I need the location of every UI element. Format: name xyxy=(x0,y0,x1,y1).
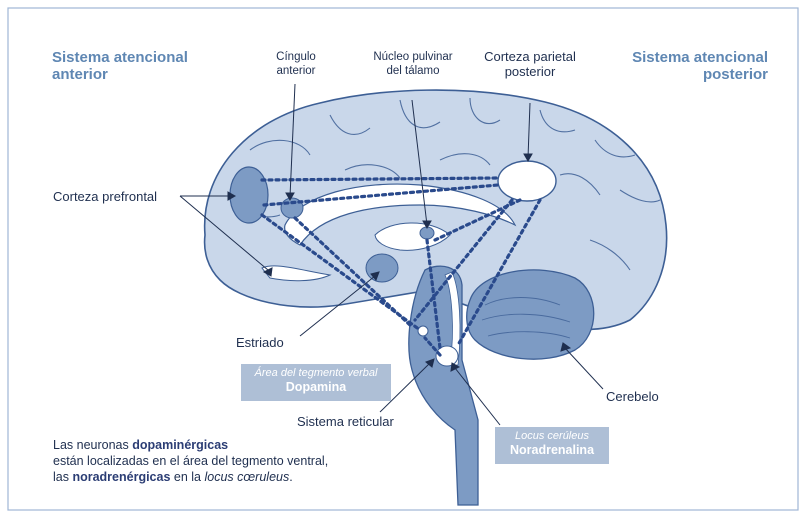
striatum-label: Estriado xyxy=(236,335,284,350)
caption-text: las xyxy=(53,470,72,484)
cingulate-label-line2: anterior xyxy=(277,65,316,77)
caption-line-2: están localizadas en el área del tegment… xyxy=(53,453,328,469)
posterior-title-line2: posterior xyxy=(703,66,768,83)
cingulate-label: Cíngulo anterior xyxy=(270,50,322,78)
caption-text: en la xyxy=(170,470,204,484)
vta-box-line1: Área del tegmento verbal xyxy=(241,367,391,380)
posterior-system-title: Sistema atencional posterior xyxy=(632,49,768,83)
vta-box-line2: Dopamina xyxy=(241,380,391,395)
anterior-title-line1: Sistema atencional xyxy=(52,49,188,66)
cingulate-label-line1: Cíngulo xyxy=(276,51,316,63)
parietal-label-line2: posterior xyxy=(505,64,556,79)
anterior-title-line2: anterior xyxy=(52,66,108,83)
anterior-system-title: Sistema atencional anterior xyxy=(52,49,188,83)
caption-text: Las neuronas xyxy=(53,438,132,452)
parietal-label-line1: Corteza parietal xyxy=(484,49,576,64)
reticular-system-label: Sistema reticular xyxy=(297,414,394,429)
parietal-label: Corteza parietal posterior xyxy=(474,49,586,79)
cerebellum-label: Cerebelo xyxy=(606,389,659,404)
locus-coeruleus-box: Locus cerúleus Noradrenalina xyxy=(495,427,609,464)
posterior-title-line1: Sistema atencional xyxy=(632,49,768,66)
pulvinar-label-line1: Núcleo pulvinar xyxy=(373,51,452,63)
pulvinar-label-line2: del tálamo xyxy=(386,65,439,77)
caption-note: Las neuronas dopaminérgicas están locali… xyxy=(53,437,328,485)
caption-line-3: las noradrenérgicas en la locus cœruleus… xyxy=(53,469,328,485)
caption-italic-locus: locus cœruleus xyxy=(204,470,289,484)
vta-box: Área del tegmento verbal Dopamina xyxy=(241,364,391,401)
parietal-region xyxy=(498,161,556,201)
caption-bold-noradrenergic: noradrenérgicas xyxy=(72,470,170,484)
caption-line-1: Las neuronas dopaminérgicas xyxy=(53,437,328,453)
prefrontal-label: Corteza prefrontal xyxy=(53,189,157,204)
striatum-region xyxy=(366,254,398,282)
pulvinar-label: Núcleo pulvinar del tálamo xyxy=(363,50,463,78)
lc-box-line1: Locus cerúleus xyxy=(495,430,609,443)
caption-text: . xyxy=(289,470,292,484)
vta-nucleus xyxy=(418,326,428,336)
lc-box-line2: Noradrenalina xyxy=(495,443,609,458)
caption-bold-dopaminergic: dopaminérgicas xyxy=(132,438,228,452)
